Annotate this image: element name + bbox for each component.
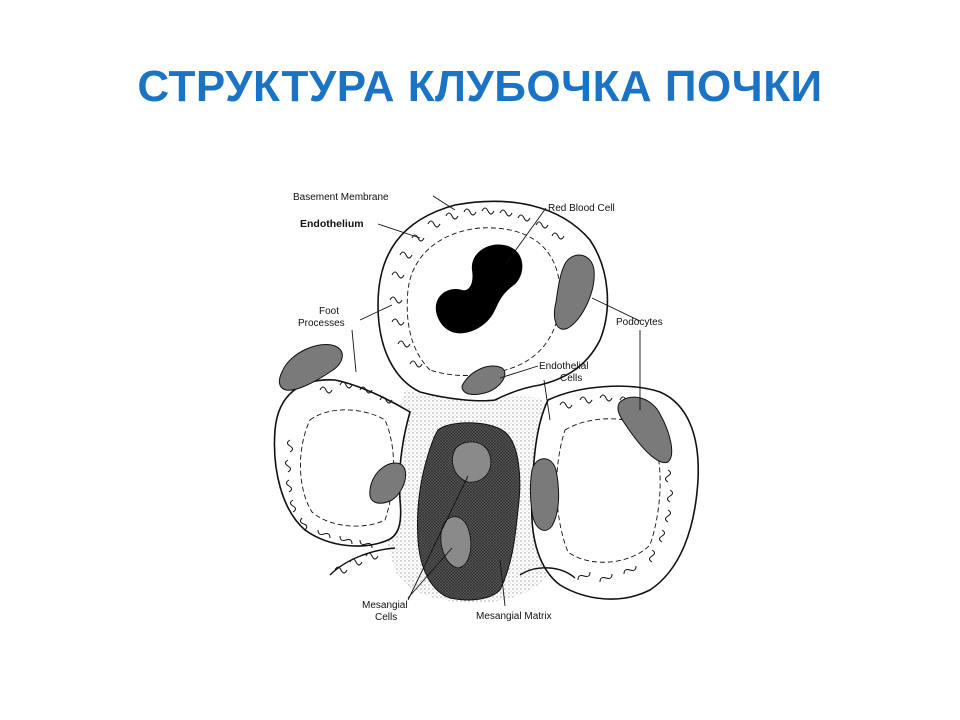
right-endothelial-cell	[530, 458, 560, 531]
lower-left-foot-processes	[334, 552, 379, 574]
mesangial-nucleus-1	[452, 441, 492, 483]
podocyte-left-top	[278, 344, 343, 391]
label-endothelium: Endothelium	[300, 218, 364, 230]
left-capillary-lumen	[300, 409, 395, 527]
podocyte-right	[617, 396, 673, 464]
podocyte-top-right	[554, 254, 595, 330]
top-foot-processes	[389, 207, 565, 368]
mesangial-cell-mass	[417, 422, 521, 601]
mesangial-nucleus-2	[440, 516, 472, 569]
label-red-blood-cell: Red Blood Cell	[548, 203, 615, 214]
label-endothelial-cells-1: Endothelial	[539, 361, 588, 372]
slide-title: СТРУКТУРА КЛУБОЧКА ПОЧКИ	[137, 62, 823, 111]
right-foot-processes	[559, 394, 673, 583]
left-endothelial-cell	[369, 462, 407, 504]
lower-left-membrane	[329, 547, 396, 576]
label-podocytes: Podocytes	[616, 317, 663, 328]
label-mesangial-matrix: Mesangial Matrix	[476, 611, 552, 622]
label-basement-membrane: Basement Membrane	[293, 192, 389, 203]
label-foot-processes-1: Foot	[319, 306, 339, 317]
label-mesangial-cells-2: Cells	[375, 612, 397, 623]
left-foot-processes	[285, 381, 393, 549]
label-foot-processes-2: Processes	[298, 318, 345, 329]
red-blood-cell	[435, 244, 523, 334]
leader-lines	[351, 195, 641, 607]
label-mesangial-cells-1: Mesangial	[362, 600, 408, 611]
endothelial-cell	[461, 365, 506, 395]
lower-right-membrane	[519, 567, 576, 579]
label-endothelial-cells-2: Cells	[560, 373, 582, 384]
